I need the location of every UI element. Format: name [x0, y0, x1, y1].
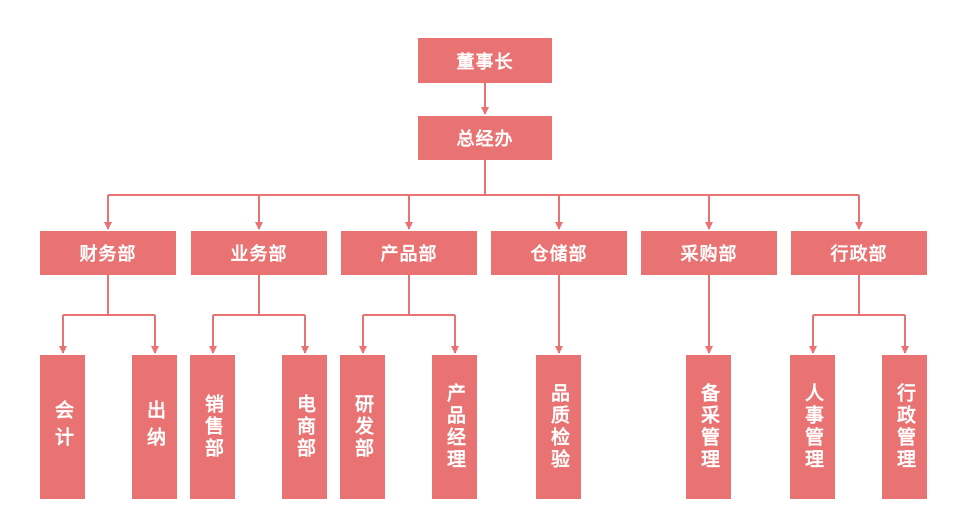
dept-product-box: 产品部 [341, 231, 477, 275]
sub-label: 品质检验 [548, 383, 570, 471]
sub-cashier-box: 出纳 [132, 355, 177, 499]
sub-label: 行政管理 [894, 383, 916, 471]
sub-label: 研发部 [352, 394, 374, 460]
sub-administration-box: 行政管理 [882, 355, 927, 499]
sub-product-manager-box: 产品经理 [432, 355, 477, 499]
general-office-box: 总经办 [418, 116, 552, 160]
sub-label: 产品经理 [444, 383, 466, 471]
dept-warehouse-box: 仓储部 [491, 231, 627, 275]
chairman-box: 董事长 [418, 38, 552, 83]
sub-hr-box: 人事管理 [790, 355, 835, 499]
sub-quality-inspection-box: 品质检验 [536, 355, 581, 499]
sub-accounting-box: 会计 [40, 355, 85, 499]
sub-sales-box: 销售部 [190, 355, 235, 499]
sub-rnd-box: 研发部 [340, 355, 385, 499]
sub-label: 电商部 [294, 394, 316, 460]
dept-admin-box: 行政部 [791, 231, 927, 275]
sub-label: 会计 [52, 400, 74, 454]
sub-label: 备采管理 [698, 383, 720, 471]
sub-procurement-box: 备采管理 [686, 355, 731, 499]
sub-label: 出纳 [144, 400, 166, 454]
sub-label: 人事管理 [802, 383, 824, 471]
dept-finance-box: 财务部 [40, 231, 176, 275]
dept-purchasing-box: 采购部 [641, 231, 777, 275]
dept-business-box: 业务部 [191, 231, 327, 275]
sub-ecommerce-box: 电商部 [282, 355, 327, 499]
sub-label: 销售部 [202, 394, 224, 460]
